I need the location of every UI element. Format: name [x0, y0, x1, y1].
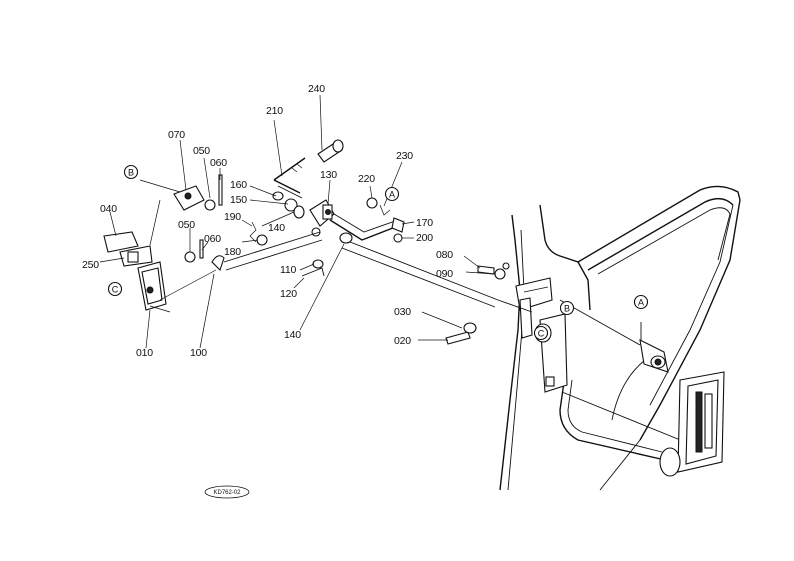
door-frame	[499, 185, 741, 491]
label-080: 080	[436, 249, 453, 261]
svg-text:C: C	[112, 285, 119, 295]
label-230: 230	[396, 150, 413, 162]
label-060-lower: 060	[204, 233, 221, 245]
label-200: 200	[416, 232, 433, 244]
label-210: 210	[266, 105, 283, 117]
label-020: 020	[394, 335, 411, 347]
label-050-lower: 050	[178, 219, 195, 231]
label-160: 160	[230, 179, 247, 191]
label-100: 100	[190, 347, 207, 359]
reference-markers: B C A B C A	[107, 164, 649, 341]
label-130: 130	[320, 169, 337, 181]
reference-code-stamp: KD762-02	[204, 485, 250, 499]
marker-c-right: C	[533, 325, 549, 341]
label-120: 120	[280, 288, 297, 300]
outer-door-handle	[639, 322, 725, 477]
pivot-assembly	[211, 139, 405, 277]
label-250: 250	[82, 259, 99, 271]
marker-b-left: B	[123, 164, 139, 180]
svg-text:A: A	[638, 298, 644, 308]
marker-c-left: C	[107, 281, 123, 297]
label-010: 010	[136, 347, 153, 359]
svg-text:B: B	[128, 168, 134, 178]
label-140-upper: 140	[268, 222, 285, 234]
link-rod	[341, 239, 641, 346]
label-030: 030	[394, 306, 411, 318]
label-180: 180	[224, 246, 241, 258]
label-110: 110	[280, 264, 296, 276]
reference-code: KD762-02	[213, 490, 241, 496]
label-050-upper: 050	[193, 145, 210, 157]
svg-text:C: C	[538, 329, 545, 339]
svg-text:A: A	[389, 190, 395, 200]
label-220: 220	[358, 173, 375, 185]
part-labels: 240 210 230 070 050 060 130 220 160 150 …	[82, 83, 453, 359]
label-170: 170	[416, 217, 433, 229]
inner-latch	[103, 174, 510, 345]
label-140-lower: 140	[284, 329, 301, 341]
label-040: 040	[100, 203, 117, 215]
label-060-upper: 060	[210, 157, 227, 169]
marker-a-right: A	[633, 294, 649, 310]
label-090: 090	[436, 268, 453, 280]
label-070: 070	[168, 129, 185, 141]
marker-a-center: A	[384, 186, 400, 202]
label-190: 190	[224, 211, 241, 223]
marker-b-right: B	[559, 300, 575, 316]
svg-text:B: B	[564, 304, 570, 314]
label-150: 150	[230, 194, 247, 206]
leader-lines	[99, 94, 495, 349]
label-240: 240	[308, 83, 325, 95]
